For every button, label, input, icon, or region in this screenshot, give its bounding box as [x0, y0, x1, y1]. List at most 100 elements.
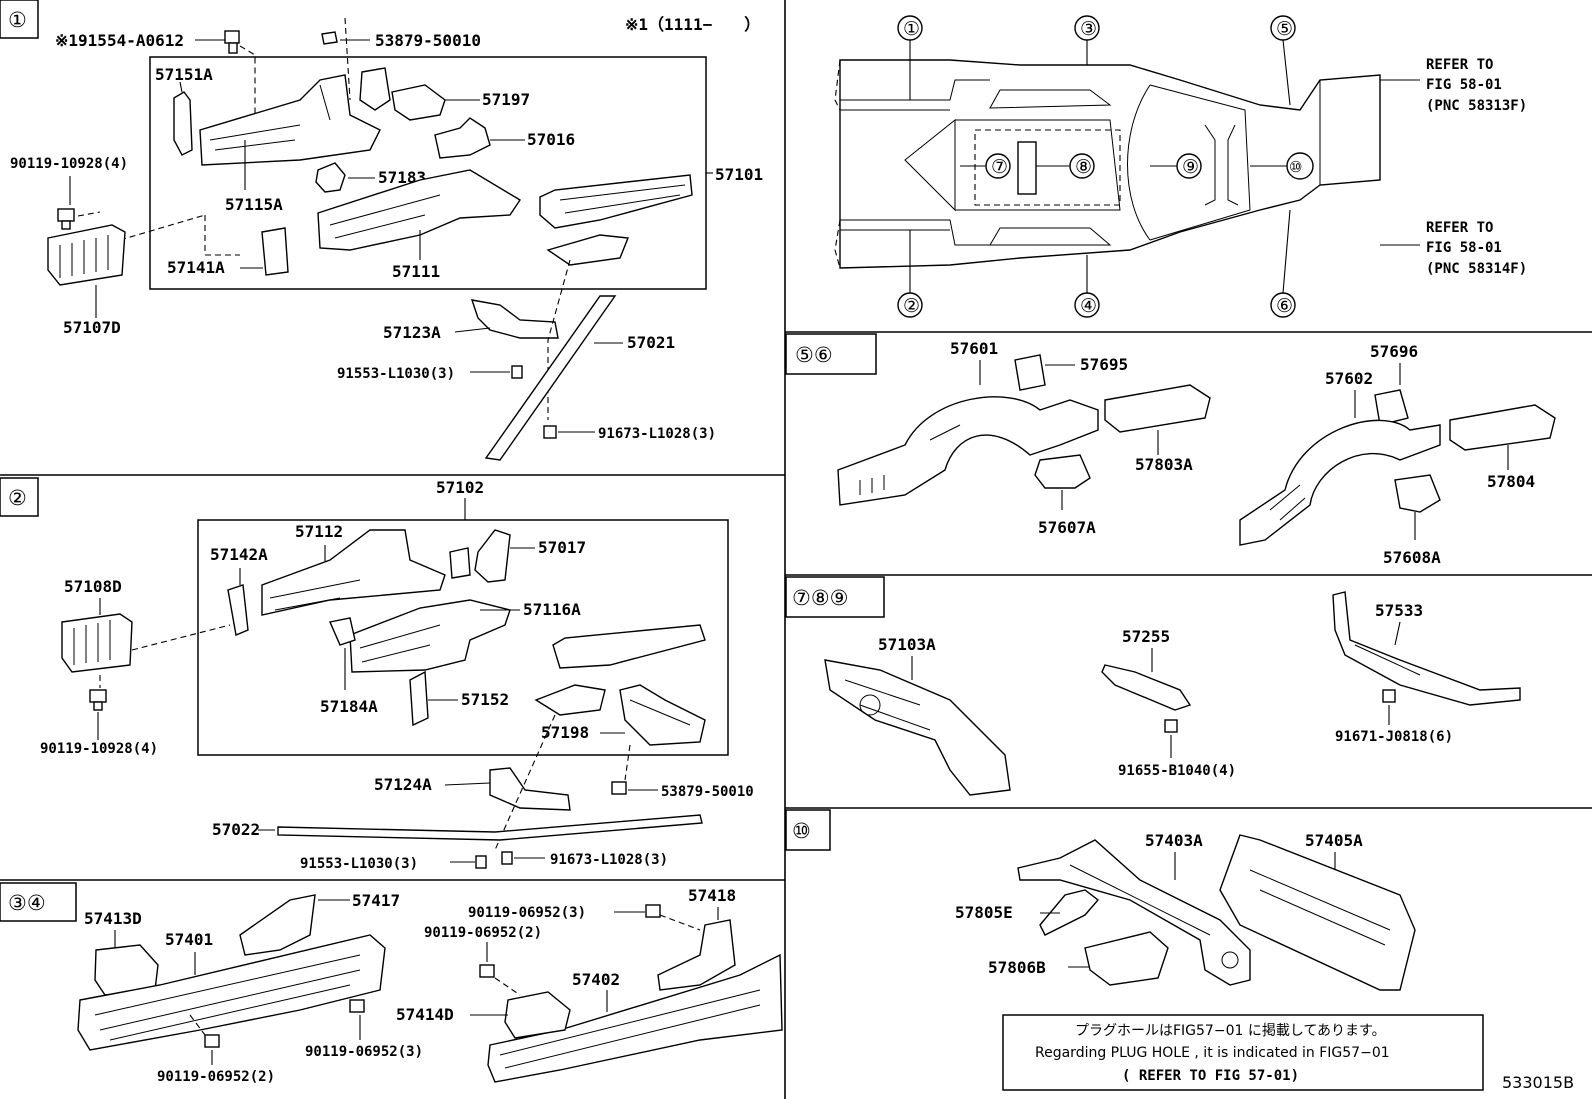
label-57806B: 57806B	[988, 958, 1046, 977]
part-57401	[77, 934, 386, 1051]
label-57607A: 57607A	[1038, 518, 1096, 537]
part-57103A	[824, 659, 1011, 796]
note-top: ※1（1111− ）	[625, 15, 760, 34]
label-57804: 57804	[1487, 472, 1535, 491]
label-57418: 57418	[688, 886, 736, 905]
bolt-icon	[57, 208, 75, 230]
bolt-icon	[1164, 719, 1178, 733]
label-57184A: 57184A	[320, 697, 378, 716]
svg-text:⑩: ⑩	[792, 819, 811, 843]
bolt-icon	[543, 425, 557, 439]
label-57103A: 57103A	[878, 635, 936, 654]
figure-id: 533015B	[1502, 1073, 1574, 1092]
label-57413D: 57413D	[84, 909, 142, 928]
part-57184A	[329, 617, 356, 646]
label-57417: 57417	[352, 891, 400, 910]
label-57123A: 57123A	[383, 323, 441, 342]
part-57142A	[227, 584, 249, 636]
label-53879-50010: 53879-50010	[375, 31, 481, 50]
label-57602: 57602	[1325, 369, 1373, 388]
label-90119-06952-2a: 90119-06952(2)	[157, 1069, 275, 1085]
label-57805E: 57805E	[955, 903, 1013, 922]
part-57124A	[489, 767, 571, 811]
refer-2-line3: (PNC 58314F)	[1426, 261, 1527, 277]
part-57101	[539, 174, 693, 229]
label-57142A: 57142A	[210, 545, 268, 564]
bolt-icon	[511, 365, 523, 379]
svg-text:②: ②	[8, 486, 27, 510]
part-right-rail-2	[552, 624, 706, 669]
part-57108D	[61, 613, 133, 673]
part-57805E	[1039, 889, 1100, 936]
part-57414D	[504, 991, 571, 1039]
callout-6: ⑥	[1270, 209, 1296, 318]
note-en: Regarding PLUG HOLE , it is indicated in…	[1035, 1045, 1390, 1061]
section-2: 57102 57112 57017 57142A 57108D 90119-10…	[40, 478, 754, 872]
label-57401: 57401	[165, 930, 213, 949]
bolt-icon	[645, 904, 661, 918]
label-57102: 57102	[436, 478, 484, 497]
note-ref: ( REFER TO FIG 57-01)	[1122, 1068, 1299, 1084]
part-57418	[657, 919, 736, 991]
section-tag-7-8-9: ⑦⑧⑨	[785, 576, 885, 618]
label-53879-50010-s2: 53879-50010	[661, 784, 754, 800]
part-57533	[1332, 591, 1521, 706]
label-57414D: 57414D	[396, 1005, 454, 1024]
svg-text:⑩: ⑩	[1289, 158, 1302, 176]
part-bracket	[546, 234, 629, 266]
label-57402: 57402	[572, 970, 620, 989]
label-57151A: 57151A	[155, 65, 213, 84]
note-left: ※191554-A0612	[55, 31, 184, 50]
bolt-icon	[224, 30, 240, 54]
label-91673-L1028: 91673-L1028(3)	[598, 426, 716, 442]
part-57116A	[349, 599, 511, 673]
section-7-8-9: 57103A 57255 91655-B1040(4) 57533 91671-…	[824, 591, 1521, 796]
part-57417	[239, 894, 316, 956]
part-57803A	[1104, 384, 1211, 433]
label-57695: 57695	[1080, 355, 1128, 374]
part-57022	[277, 814, 703, 841]
part-57151A	[173, 91, 193, 156]
svg-text:⑧: ⑧	[1075, 156, 1092, 178]
label-91671-J0818: 91671-J0818(6)	[1335, 729, 1453, 745]
label-91673-L1028-s2: 91673-L1028(3)	[550, 852, 668, 868]
part-57107D	[47, 224, 126, 286]
assembly-box-57102	[197, 519, 729, 756]
part-57111	[317, 169, 521, 251]
part-57804	[1449, 404, 1556, 451]
bolt-icon	[611, 781, 627, 795]
part-57021	[484, 295, 617, 461]
svg-text:④: ④	[1080, 295, 1097, 317]
label-57022: 57022	[212, 820, 260, 839]
label-90119-06952-2b: 90119-06952(2)	[424, 925, 542, 941]
part-57608A	[1394, 474, 1441, 513]
svg-text:⑤⑥: ⑤⑥	[795, 343, 833, 367]
part-57017a	[449, 547, 471, 579]
svg-text:③: ③	[1080, 18, 1097, 40]
label-91655-B1040: 91655-B1040(4)	[1118, 763, 1236, 779]
svg-text:③④: ③④	[8, 891, 46, 915]
label-57141A: 57141A	[167, 258, 225, 277]
label-57197: 57197	[482, 90, 530, 109]
svg-text:⑨: ⑨	[1182, 156, 1199, 178]
label-57017: 57017	[538, 538, 586, 557]
svg-text:⑤: ⑤	[1276, 18, 1293, 40]
part-bracket-2	[534, 684, 606, 716]
part-57602	[1239, 419, 1441, 546]
part-57115A	[199, 74, 381, 166]
label-57016: 57016	[527, 130, 575, 149]
callout-8: ⑧	[1036, 153, 1095, 179]
bolt-icon	[204, 1034, 220, 1048]
svg-text:⑦: ⑦	[991, 156, 1008, 178]
label-91553-L1030: 91553-L1030(3)	[337, 366, 455, 382]
label-57608A: 57608A	[1383, 548, 1441, 567]
callout-9: ⑨	[1150, 153, 1202, 179]
label-57696: 57696	[1370, 342, 1418, 361]
callout-10: ⑩	[1250, 152, 1314, 180]
label-57021: 57021	[627, 333, 675, 352]
callout-4: ④	[1074, 255, 1100, 318]
label-57101: 57101	[715, 165, 763, 184]
refer-2-line2: FIG 58-01	[1426, 240, 1502, 256]
plug-hole-note-box	[1002, 1014, 1484, 1091]
